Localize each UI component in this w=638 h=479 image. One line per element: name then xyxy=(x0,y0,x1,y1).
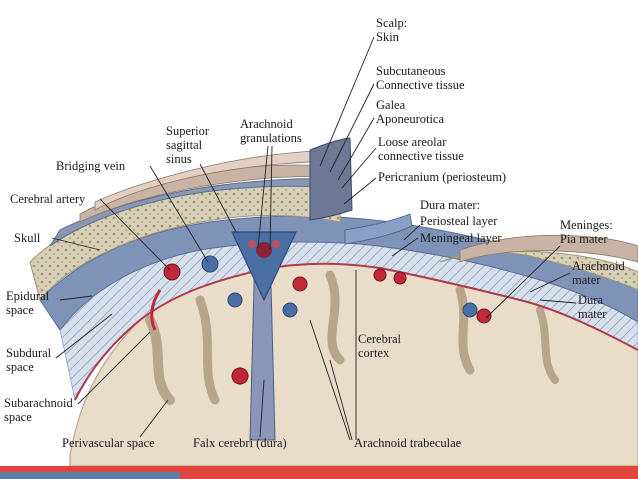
label-subarachnoid-2: space xyxy=(4,410,32,424)
label-falx-cerebri: Falx cerebri (dura) xyxy=(193,436,287,450)
label-skin: Skin xyxy=(376,30,399,44)
footer-red-stripe xyxy=(0,466,638,472)
label-epidural-1: Epidural xyxy=(6,289,50,303)
label-dura-1: Dura xyxy=(578,293,603,307)
label-galea-2: Aponeurotica xyxy=(376,112,445,126)
label-pia-mater: Pia mater xyxy=(560,232,608,246)
label-superior-sagittal-2: sagittal xyxy=(166,138,203,152)
label-arachnoid-trabeculae: Arachnoid trabeculae xyxy=(354,436,462,450)
label-galea-1: Galea xyxy=(376,98,406,112)
label-arachnoid-gran-2: granulations xyxy=(240,131,302,145)
vessels xyxy=(150,255,492,385)
label-meningeal-layer: Meningeal layer xyxy=(420,231,502,245)
label-periosteal-layer: Periosteal layer xyxy=(420,214,498,228)
label-loose-1: Loose areolar xyxy=(378,135,447,149)
label-subdural-2: space xyxy=(6,360,34,374)
label-dura-heading: Dura mater: xyxy=(420,198,481,212)
label-arachnoid-1: Arachnoid xyxy=(572,259,625,273)
label-subcutaneous-2: Connective tissue xyxy=(376,78,465,92)
label-epidural-2: space xyxy=(6,303,34,317)
label-skull: Skull xyxy=(14,231,41,245)
label-subarachnoid-1: Subarachnoid xyxy=(4,396,73,410)
pia-mater-line xyxy=(74,262,638,401)
label-pericranium: Pericranium (periosteum) xyxy=(378,170,507,184)
label-perivascular-space: Perivascular space xyxy=(62,436,155,450)
label-loose-2: connective tissue xyxy=(378,149,464,163)
label-cerebral-artery: Cerebral artery xyxy=(10,192,86,206)
superior-sagittal-sinus xyxy=(231,231,297,302)
label-arachnoid-2: mater xyxy=(572,273,601,287)
label-bridging-vein: Bridging vein xyxy=(56,159,126,173)
label-cerebral-cortex-1: Cerebral xyxy=(358,332,402,346)
label-dura-2: mater xyxy=(578,307,607,321)
label-subdural-1: Subdural xyxy=(6,346,52,360)
label-superior-sagittal-1: Superior xyxy=(166,124,210,138)
label-scalp-heading: Scalp: xyxy=(376,16,408,30)
leader-lines xyxy=(51,36,577,441)
label-superior-sagittal-3: sinus xyxy=(166,152,192,166)
label-subcutaneous-1: Subcutaneous xyxy=(376,64,446,78)
label-meninges-heading: Meninges: xyxy=(560,218,613,232)
footer-blue-stripe xyxy=(0,472,180,479)
label-cerebral-cortex-2: cortex xyxy=(358,346,390,360)
label-arachnoid-gran-1: Arachnoid xyxy=(240,117,293,131)
